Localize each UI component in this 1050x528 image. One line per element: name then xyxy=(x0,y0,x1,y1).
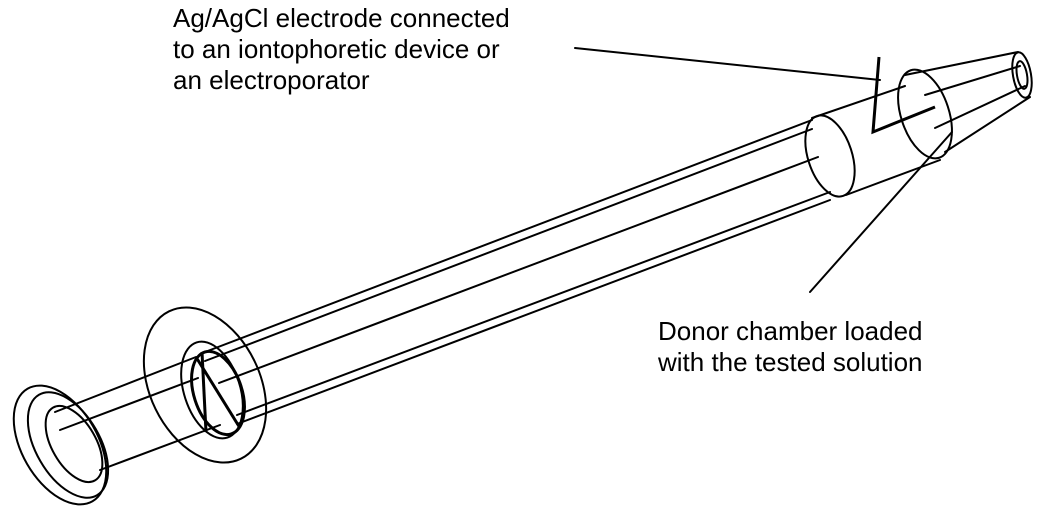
syringe-barrel xyxy=(204,119,831,425)
electrode-leader-line xyxy=(574,47,881,81)
plunger-rod xyxy=(54,356,221,471)
leader-lines xyxy=(574,47,953,293)
electrode-wire xyxy=(871,56,936,135)
electrode-annotation-line-3: an electroporator xyxy=(173,65,370,95)
barrel-collar xyxy=(804,85,941,198)
donor-chamber xyxy=(897,51,1033,160)
finger-flange xyxy=(142,306,268,464)
electrode-annotation-line-2: to an iontophoretic device or xyxy=(173,34,500,64)
donor-chamber-annotation-line-2: with the tested solution xyxy=(658,347,923,377)
donor-chamber-annotation-line-1: Donor chamber loaded xyxy=(658,316,923,346)
plunger-thumb-disc xyxy=(12,384,110,506)
donor-chamber-leader-line xyxy=(809,131,953,293)
electrode-annotation: Ag/AgCl electrode connected to an iontop… xyxy=(173,3,510,96)
donor-chamber-annotation: Donor chamber loaded with the tested sol… xyxy=(658,316,923,378)
electrode-annotation-line-1: Ag/AgCl electrode connected xyxy=(173,3,510,33)
